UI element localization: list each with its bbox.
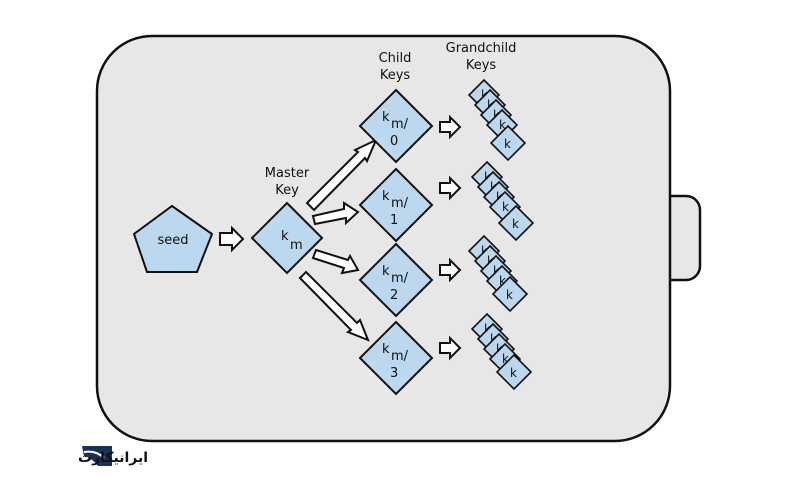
watermark-logo: ایرانیکارت (78, 446, 148, 466)
child-0-to-grandchild-arrow (439, 114, 462, 140)
seed-to-master-arrow (219, 225, 245, 253)
watermark-logo-swoosh (83, 450, 105, 459)
child-keys-label-line2: Keys (380, 68, 411, 83)
child-key-3: k m/ 3 (358, 320, 434, 396)
watermark-text: ایرانیکارت (78, 450, 148, 466)
grandchild-stack-1: k k k k k (470, 160, 535, 242)
master-to-child-arrows (298, 137, 378, 342)
child-key-0-main: k (382, 110, 390, 125)
master-key-sub: m (290, 238, 303, 253)
grandchild-keys-label-line2: Keys (466, 58, 497, 73)
child-key-2-index: 2 (390, 288, 398, 303)
master-to-child-1-arrow (311, 201, 360, 226)
child-1-to-grandchild-arrow (439, 175, 462, 201)
child-key-0: k m/ 0 (358, 88, 434, 164)
child-key-2-sub: m/ (391, 271, 409, 286)
child-key-0-diamond (358, 88, 434, 164)
master-to-child-0-arrow (305, 137, 378, 212)
seed-label: seed (157, 233, 188, 248)
master-key-label-line2: Key (275, 183, 299, 198)
child-key-3-diamond (358, 320, 434, 396)
grandchild-keys-label-line1: Grandchild (446, 41, 517, 56)
child-to-grandchild-arrows (439, 114, 462, 361)
child-key-1-diamond (358, 167, 434, 243)
master-key-diamond (250, 201, 324, 275)
grandchild-key-label: k (510, 366, 517, 380)
child-key-3-index: 3 (390, 366, 398, 381)
grandchild-key-label: k (512, 217, 519, 231)
master-to-child-2-arrow (311, 248, 360, 275)
child-keys-label-line1: Child (379, 51, 412, 66)
child-key-0-sub: m/ (391, 117, 409, 132)
master-to-child-3-arrow (298, 270, 370, 342)
grandchild-key (489, 124, 527, 162)
grandchild-key (497, 204, 535, 242)
child-key-1: k m/ 1 (358, 167, 434, 243)
grandchild-key (491, 275, 529, 313)
grandchild-stack-3: k k k k k (470, 312, 533, 391)
grandchild-key (495, 353, 533, 391)
child-key-1-index: 1 (390, 213, 398, 228)
child-key-1-sub: m/ (391, 196, 409, 211)
grandchild-key-label: k (502, 352, 509, 366)
wallet-body (95, 34, 672, 443)
child-2-to-grandchild-arrow (439, 257, 462, 283)
child-key-0-index: 0 (390, 134, 398, 149)
grandchild-key-label: k (499, 274, 506, 288)
grandchild-key-label: k (504, 137, 511, 151)
child-key-2-main: k (382, 264, 390, 279)
child-key-3-sub: m/ (391, 349, 409, 364)
child-key-1-main: k (382, 189, 390, 204)
grandchild-stack-0: k k k k k (467, 78, 527, 162)
master-key-main: k (281, 229, 289, 244)
grandchild-key-label: k (506, 288, 513, 302)
child-key-2-diamond (358, 242, 434, 318)
child-key-3-main: k (382, 342, 390, 357)
child-key-2: k m/ 2 (358, 242, 434, 318)
grandchild-key-label: k (499, 118, 506, 132)
master-key-label-line1: Master (265, 166, 310, 181)
seed-pentagon (132, 204, 214, 273)
grandchild-stack-2: k k k k k (467, 234, 529, 313)
child-3-to-grandchild-arrow (439, 335, 462, 361)
grandchild-key-label: k (502, 200, 509, 214)
